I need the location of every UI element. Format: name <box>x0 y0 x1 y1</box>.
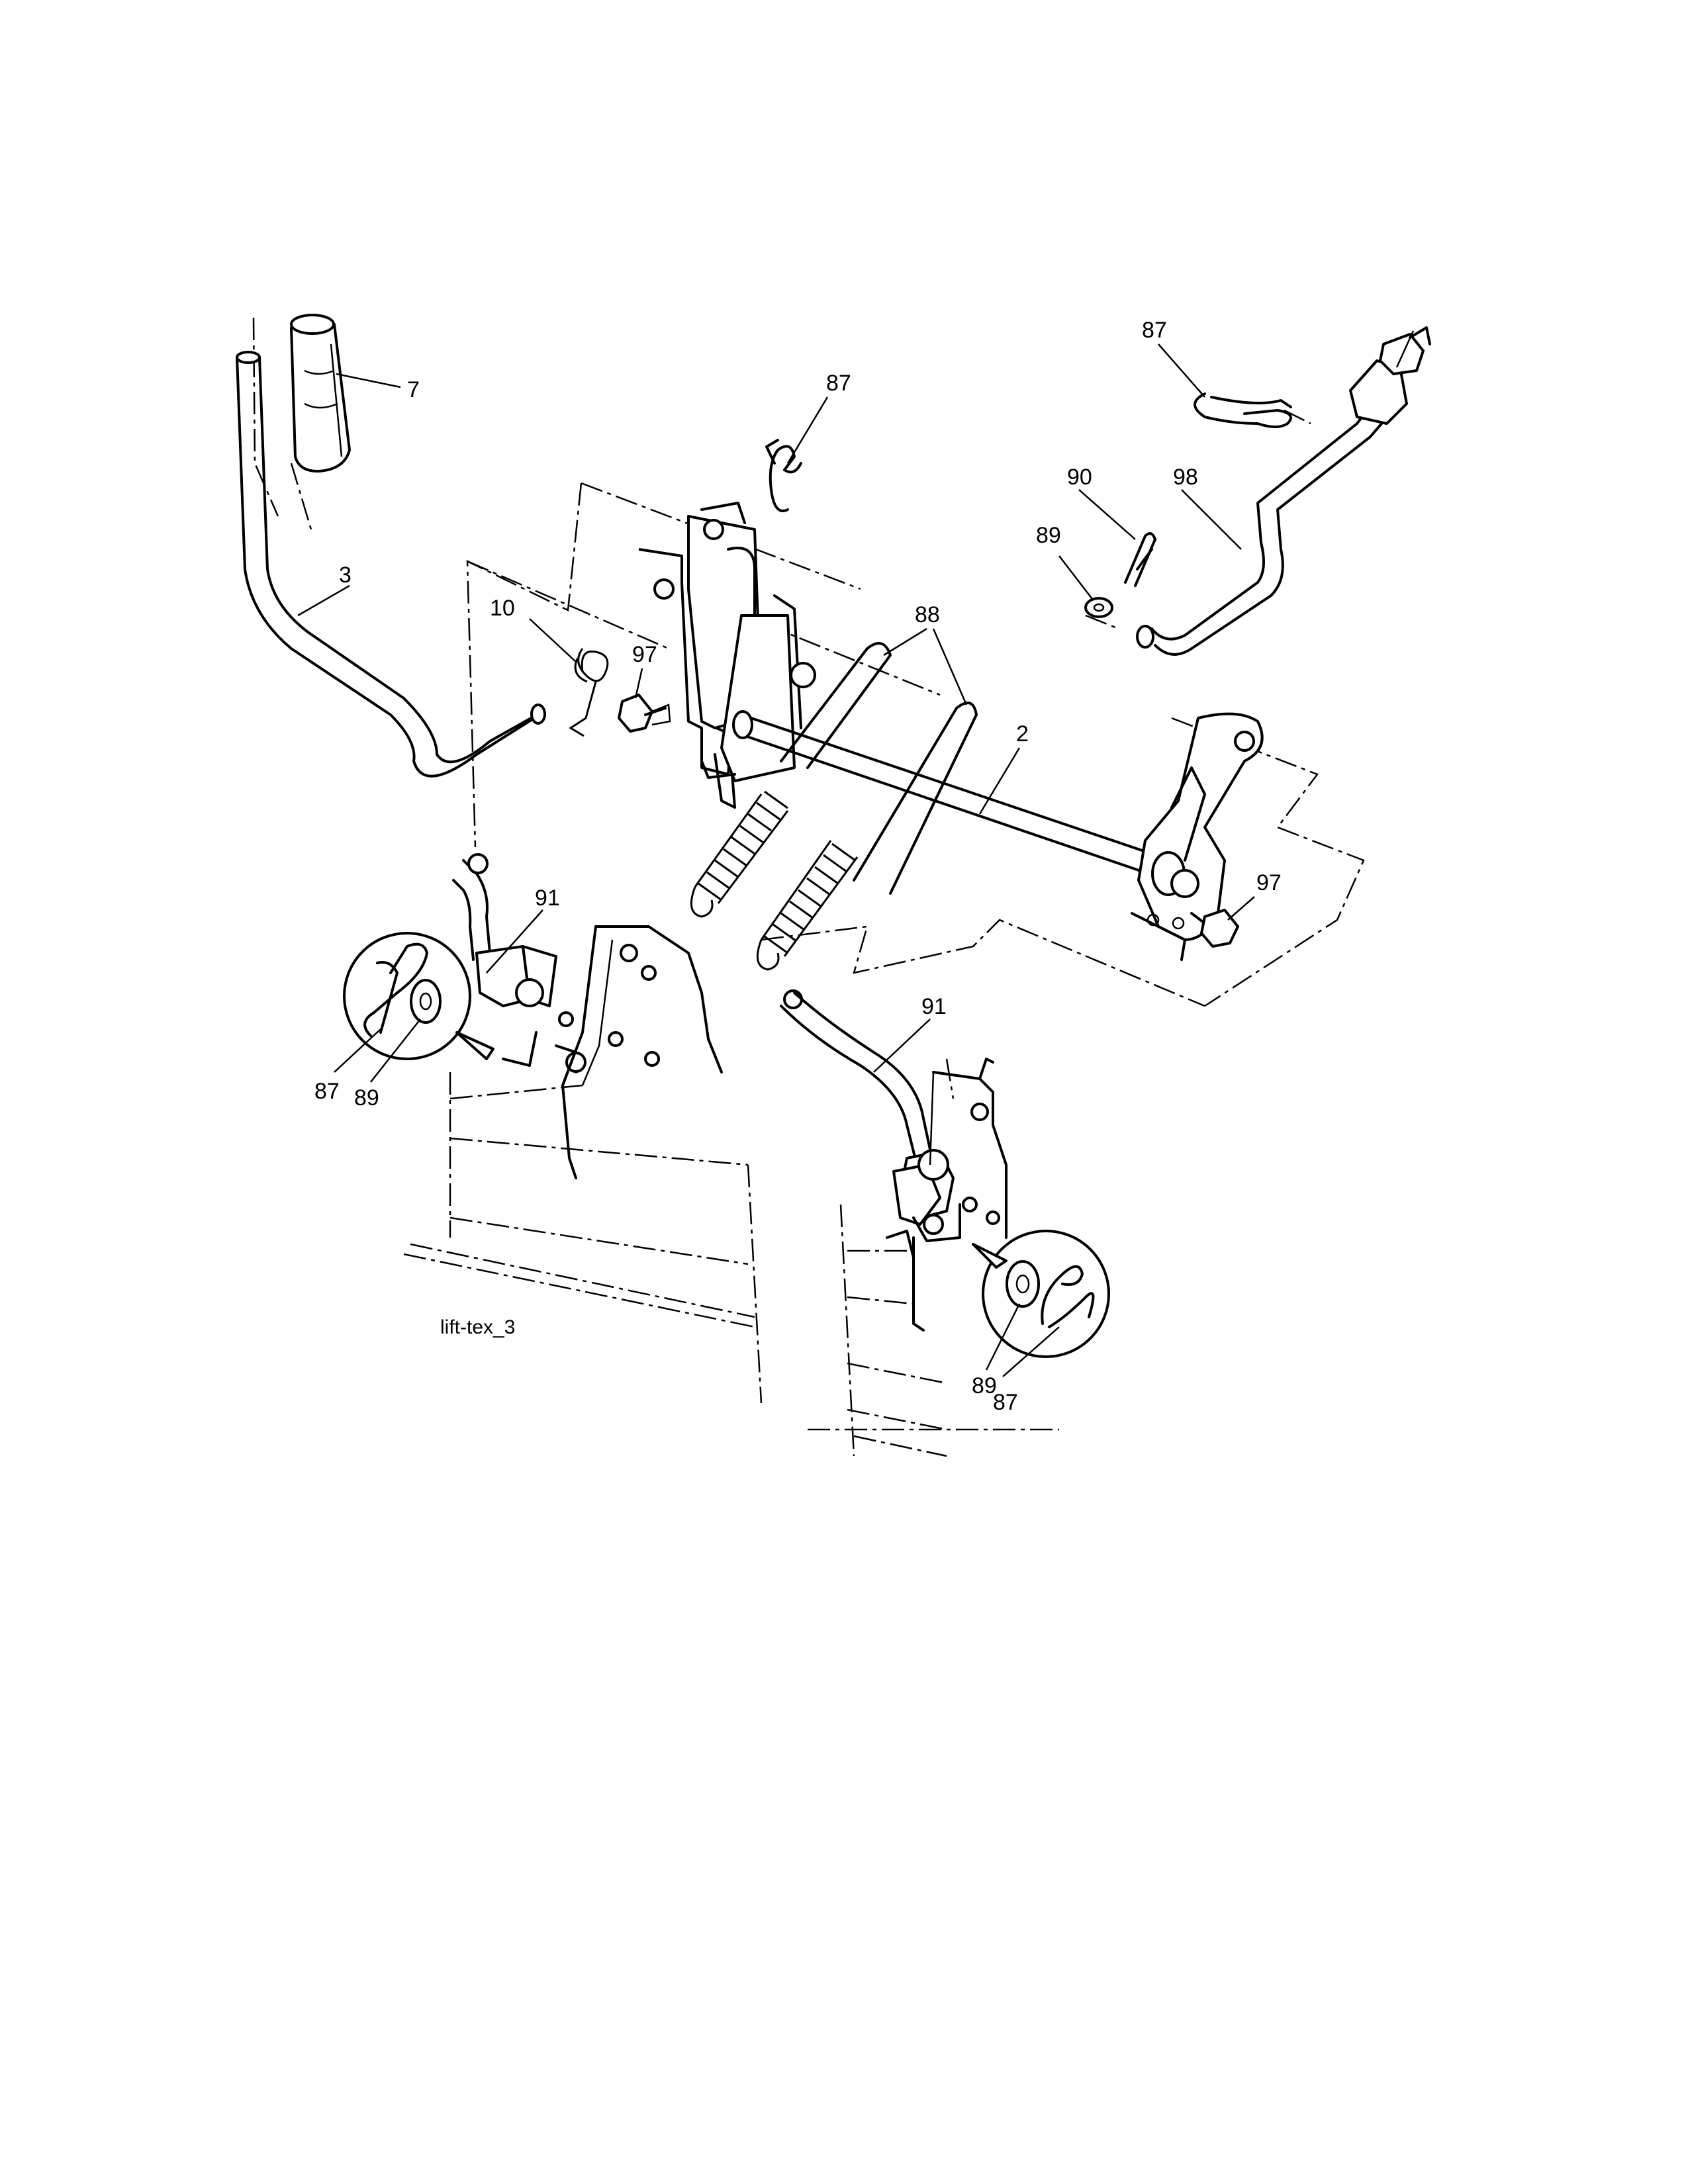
hand-grip-part-7 <box>290 314 351 473</box>
callout-7: 7 <box>407 377 420 402</box>
callout-2: 2 <box>1016 721 1029 747</box>
callout-87-right-detail: 87 <box>993 1390 1018 1415</box>
spring-coil-1 <box>690 790 789 918</box>
left-mounting-bracket <box>638 502 816 809</box>
left-deck-hanger-bracket <box>561 925 723 1179</box>
callout-88: 88 <box>915 602 940 627</box>
callout-labels: 7 3 87 10 97 88 2 87 90 98 89 97 91 87 8… <box>314 318 1282 1415</box>
callout-90: 90 <box>1067 465 1092 490</box>
callout-89-right-detail: 89 <box>972 1373 997 1398</box>
detail-inset-left <box>343 932 494 1060</box>
callout-3: 3 <box>339 563 352 588</box>
callout-89-left-detail: 89 <box>354 1085 379 1111</box>
callout-89-right: 89 <box>1036 523 1061 548</box>
callout-97-left: 97 <box>632 642 657 667</box>
callout-87-left-detail: 87 <box>314 1079 340 1104</box>
phantom-lines <box>252 317 1365 1457</box>
clip-part-90 <box>1124 532 1156 587</box>
lift-lever-part-3 <box>236 351 546 778</box>
lift-shaft-part-2 <box>732 710 1153 875</box>
callout-91-left: 91 <box>535 886 560 911</box>
washer-part-89-right <box>1084 597 1113 618</box>
torsion-spring-part-10 <box>569 648 609 737</box>
lift-link-part-91-left <box>452 853 586 1073</box>
callout-97-right: 97 <box>1256 870 1282 895</box>
leader-lines <box>297 343 1255 1377</box>
extension-springs-part-88 <box>690 642 978 971</box>
right-deck-hanger-bracket <box>912 1058 1008 1332</box>
figure-id-label: lift-tex_3 <box>440 1316 515 1338</box>
right-lift-arm <box>1131 712 1264 961</box>
callout-87-top: 87 <box>826 371 851 396</box>
detail-inset-right <box>972 1230 1110 1358</box>
bolt-part-97-left <box>618 694 671 733</box>
callout-87-right: 87 <box>1142 318 1167 343</box>
callout-10: 10 <box>490 596 515 621</box>
spring-coil-2 <box>756 840 859 971</box>
lift-link-rod-part-98 <box>1136 326 1431 656</box>
callout-98: 98 <box>1173 465 1198 490</box>
hairpin-clip-part-87-right <box>1194 392 1292 428</box>
lift-link-part-91-right <box>780 989 961 1259</box>
callout-91-right: 91 <box>921 994 947 1019</box>
hairpin-clip-part-87-top <box>765 439 802 512</box>
